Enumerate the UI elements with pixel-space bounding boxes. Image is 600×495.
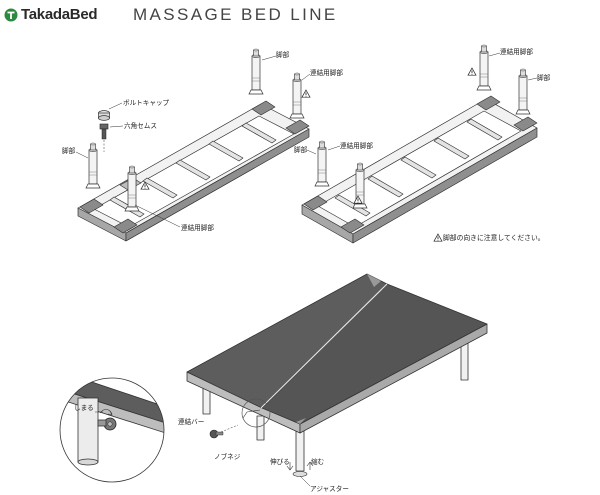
label-connecting-leg: 連結用脚部: [181, 224, 214, 232]
label-leg: 脚部: [294, 146, 308, 154]
left-frame-illustration: [77, 100, 310, 242]
label-bolt-cap: ボルトキャップ: [123, 99, 170, 107]
page-header: TakadaBed MASSAGE BED LINE: [0, 0, 600, 32]
label-extend: 伸びる: [270, 458, 290, 466]
warning-triangle-icon: [467, 67, 477, 76]
warning-triangle-icon: [301, 89, 311, 98]
document-title: MASSAGE BED LINE: [133, 5, 338, 24]
left-frame-legs: [75, 48, 311, 228]
label-connecting-leg: 連結用脚部: [310, 69, 343, 77]
leg-direction-note: 脚部の向きに注意してください。: [443, 234, 545, 242]
label-shrink-hint: しまる: [74, 404, 94, 412]
label-leg: 脚部: [537, 74, 551, 82]
label-leg: 脚部: [276, 51, 290, 59]
label-connecting-bar: 連結バー: [178, 418, 205, 426]
label-leg: 脚部: [62, 147, 76, 155]
right-frame-legs: [306, 44, 538, 242]
label-hex-nut: 六角セムス: [124, 122, 157, 130]
label-adjuster: アジャスター: [310, 485, 349, 493]
label-connecting-leg: 連結用脚部: [500, 48, 533, 56]
detail-zoom-illustration: [59, 377, 165, 483]
right-frame-illustration: [301, 95, 538, 244]
assembled-bed-illustration: [186, 273, 488, 487]
label-knob-screw: ノブネジ: [214, 453, 241, 461]
brand-logo: TakadaBed: [4, 6, 98, 23]
label-connecting-leg: 連結用脚部: [340, 142, 373, 150]
warning-triangle-icon: [433, 233, 443, 242]
brand-name: TakadaBed: [21, 6, 98, 23]
label-retract: 縮む: [311, 458, 325, 466]
brand-logo-icon: [4, 8, 18, 21]
